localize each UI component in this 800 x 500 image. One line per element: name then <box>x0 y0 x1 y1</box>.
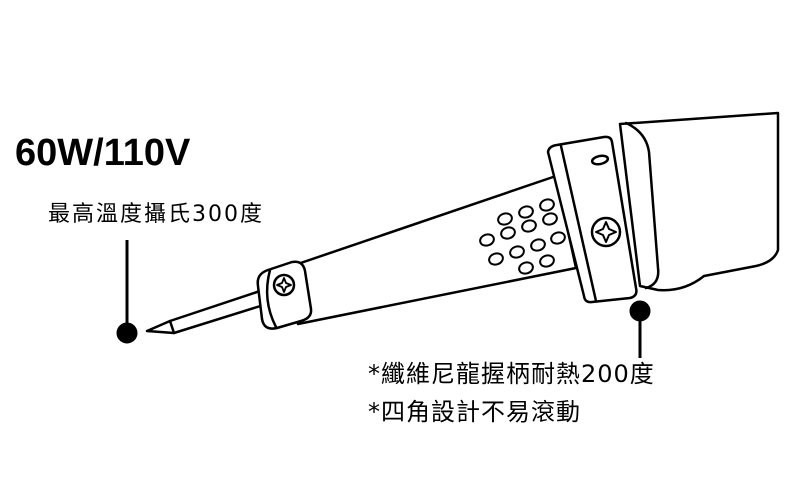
vent-hole <box>479 233 495 247</box>
vent-hole <box>521 219 537 233</box>
soldering-tip <box>145 287 272 335</box>
vent-holes <box>479 198 566 275</box>
handle-callout <box>629 300 651 358</box>
handle-material-label: *纖維尼龍握柄耐熱200度 <box>368 360 655 388</box>
vent-hole <box>530 238 546 252</box>
flange-slot <box>590 154 610 166</box>
handle-front-edge <box>624 121 660 290</box>
vent-hole <box>518 261 534 275</box>
vent-hole <box>539 198 555 212</box>
handle-callout-dot <box>629 300 651 322</box>
collar-screw-slot <box>276 277 292 293</box>
tip-collar-edge <box>265 268 278 329</box>
flange <box>546 135 638 304</box>
vent-hole <box>542 212 558 226</box>
tip-temperature-label: 最高溫度攝氏300度 <box>48 202 264 227</box>
vent-hole <box>539 254 555 268</box>
tip-cone-edge <box>168 319 176 335</box>
flange-ring-edge <box>559 144 598 303</box>
flange-screw-icon <box>590 216 622 248</box>
vent-hole <box>500 226 516 240</box>
collar-screw-icon <box>272 273 296 297</box>
soldering-iron <box>145 111 780 335</box>
power-rating-label: 60W/110V <box>15 132 191 174</box>
tip-callout <box>116 240 138 344</box>
handle-shape-label: *四角設計不易滾動 <box>368 398 581 426</box>
flange-screw-slot <box>595 221 617 243</box>
vent-hole <box>488 252 504 266</box>
vent-hole <box>550 231 566 245</box>
tip-callout-dot <box>116 322 138 344</box>
vent-hole <box>518 205 534 219</box>
vent-hole <box>497 212 513 226</box>
vent-hole <box>509 245 525 259</box>
handle <box>618 111 780 292</box>
